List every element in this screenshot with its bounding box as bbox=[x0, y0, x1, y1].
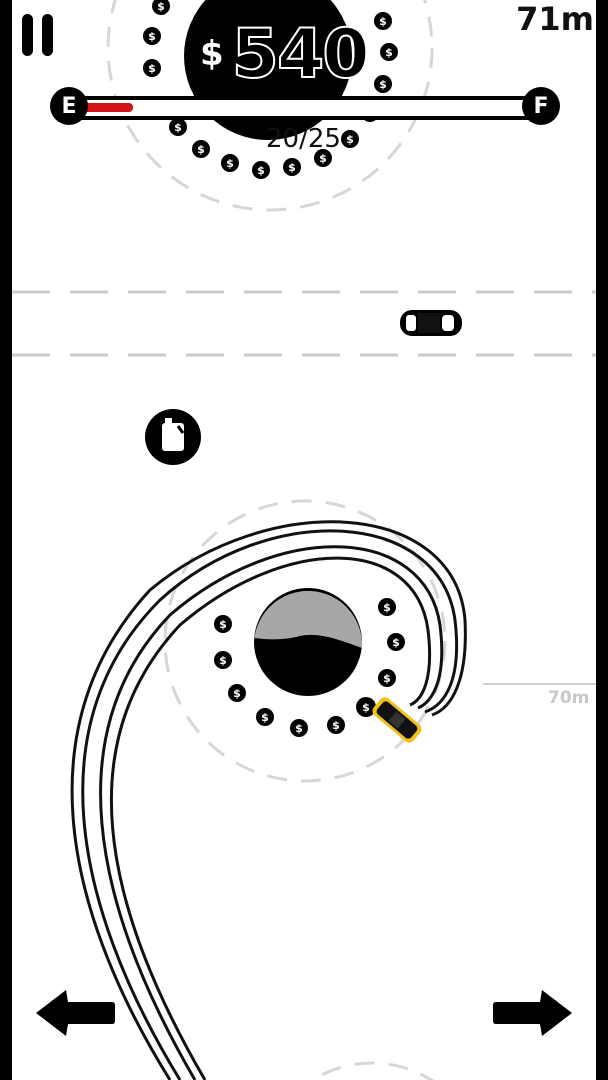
player-car bbox=[372, 697, 422, 743]
svg-text:$: $ bbox=[295, 722, 303, 735]
money-display: $ 540 bbox=[200, 14, 400, 95]
fuel-canister-pickup bbox=[145, 409, 201, 465]
left-arrow-icon bbox=[36, 990, 115, 1036]
coin-icon: $ bbox=[380, 43, 398, 61]
steer-right-button[interactable] bbox=[492, 988, 572, 1038]
svg-text:$: $ bbox=[233, 687, 241, 700]
fuel-level bbox=[78, 103, 134, 112]
svg-text:$: $ bbox=[288, 161, 296, 174]
play-field[interactable]: $ $ $ $ $ $ $ $ $ $ $ $ $ $ bbox=[12, 0, 596, 1080]
fuel-gauge: E F bbox=[50, 86, 560, 126]
coin-icon: $ bbox=[378, 598, 396, 616]
skid-marks bbox=[70, 520, 467, 1080]
distance-marker-label: 70m bbox=[548, 688, 590, 708]
coin-icon: $ bbox=[214, 651, 232, 669]
coin-icon: $ bbox=[143, 59, 161, 77]
svg-text:$: $ bbox=[383, 672, 391, 685]
dollar-icon: $ bbox=[200, 34, 224, 74]
coin-icon: $ bbox=[256, 708, 274, 726]
coin-icon: $ bbox=[378, 669, 396, 687]
coins-collected: 20/25 bbox=[266, 124, 341, 154]
svg-text:$: $ bbox=[257, 164, 265, 177]
coin-icon: $ bbox=[374, 75, 392, 93]
coin-icon: $ bbox=[192, 140, 210, 158]
coin-icon: $ bbox=[314, 149, 332, 167]
pause-icon bbox=[22, 14, 33, 56]
svg-text:$: $ bbox=[346, 133, 354, 146]
svg-text:$: $ bbox=[362, 701, 370, 714]
coin-icon: $ bbox=[143, 27, 161, 45]
coin-ring: $ $ $ $ $ $ $ $ $ $ bbox=[214, 598, 405, 737]
roundabout-ring-bottom bbox=[309, 1061, 435, 1080]
pause-button[interactable] bbox=[22, 14, 58, 58]
svg-text:$: $ bbox=[148, 62, 156, 75]
svg-text:$: $ bbox=[385, 46, 393, 59]
game-world: $ $ $ $ $ $ $ $ $ $ $ $ $ $ bbox=[12, 0, 596, 1080]
svg-text:$: $ bbox=[392, 636, 400, 649]
fuel-track bbox=[70, 96, 540, 120]
svg-text:$: $ bbox=[197, 143, 205, 156]
coin-icon: $ bbox=[214, 615, 232, 633]
coin-icon: $ bbox=[152, 0, 170, 15]
coin-icon: $ bbox=[327, 716, 345, 734]
right-arrow-icon bbox=[493, 990, 572, 1036]
coin-icon: $ bbox=[374, 12, 392, 30]
roundabout-ring-top bbox=[106, 0, 434, 212]
roundabout-center bbox=[254, 588, 363, 696]
svg-text:$: $ bbox=[174, 121, 182, 134]
svg-text:$: $ bbox=[219, 618, 227, 631]
svg-text:$: $ bbox=[319, 152, 327, 165]
svg-text:$: $ bbox=[261, 711, 269, 724]
coin-ring-top: $ $ $ $ $ $ $ $ $ $ $ $ $ $ bbox=[143, 0, 398, 179]
svg-text:$: $ bbox=[226, 157, 234, 170]
svg-text:$: $ bbox=[379, 78, 387, 91]
coin-icon: $ bbox=[387, 633, 405, 651]
svg-text:$: $ bbox=[157, 0, 165, 13]
steer-left-button[interactable] bbox=[36, 988, 116, 1038]
coin-icon: $ bbox=[283, 158, 301, 176]
roundabout-ring bbox=[163, 499, 447, 783]
coin-icon: $ bbox=[169, 118, 187, 136]
money-value: 540 bbox=[231, 14, 371, 95]
coin-icon: $ bbox=[221, 154, 239, 172]
fuel-empty-label: E bbox=[50, 87, 88, 125]
coin-icon: $ bbox=[341, 130, 359, 148]
traffic-car bbox=[400, 310, 462, 336]
fuel-full-label: F bbox=[522, 87, 560, 125]
svg-text:$: $ bbox=[148, 30, 156, 43]
distance-counter: 71m bbox=[516, 0, 594, 38]
coin-icon: $ bbox=[228, 684, 246, 702]
svg-text:$: $ bbox=[332, 719, 340, 732]
svg-text:$: $ bbox=[219, 654, 227, 667]
coin-icon: $ bbox=[252, 161, 270, 179]
svg-text:$: $ bbox=[379, 15, 387, 28]
pause-icon bbox=[42, 14, 53, 56]
coin-icon: $ bbox=[356, 697, 376, 717]
coin-icon: $ bbox=[290, 719, 308, 737]
svg-text:$: $ bbox=[383, 601, 391, 614]
